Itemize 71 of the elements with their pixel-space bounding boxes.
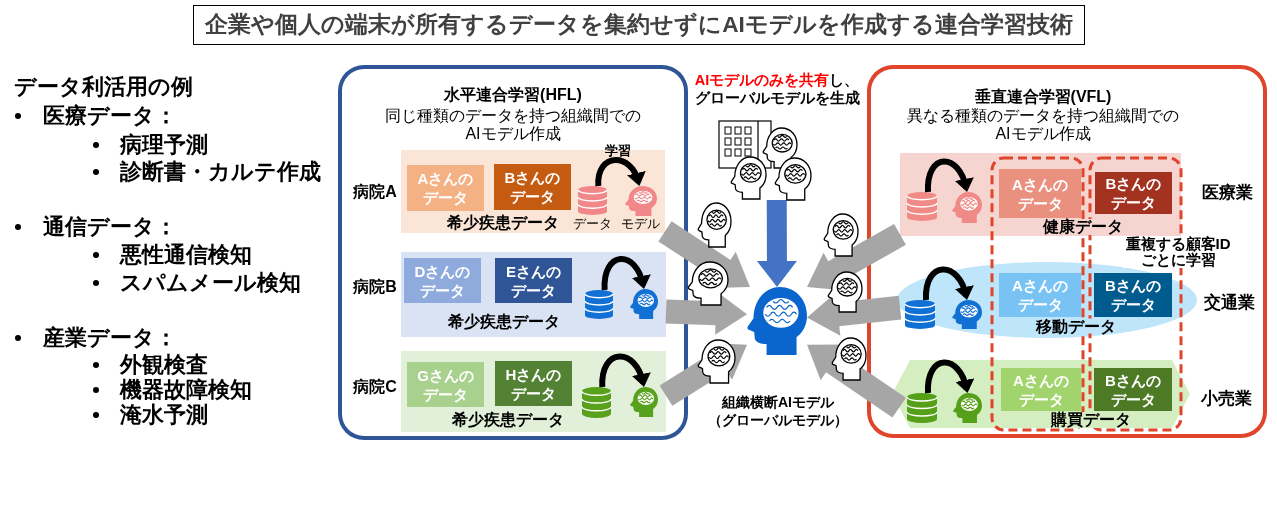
panel-subtitle: 異なる種類のデータを持つ組織間でのAIモデル作成	[906, 107, 1180, 143]
row-label: 病院B	[353, 277, 397, 297]
brain-head-icon	[953, 393, 982, 423]
block-arrow	[659, 343, 747, 406]
data-box: Dさんのデータ	[404, 258, 481, 303]
list-item: 機器故障検知	[120, 376, 252, 403]
building-heads-icon	[718, 120, 812, 200]
icon-caption: モデル	[620, 216, 660, 230]
band-caption: 移動データ	[1036, 318, 1116, 334]
brain-head-icon	[630, 387, 658, 417]
rounded-panel	[867, 65, 1267, 438]
row-label: 病院C	[353, 377, 397, 397]
list-heading: データ利活用の例	[14, 73, 193, 101]
list-item: 病理予測	[120, 131, 208, 159]
brain-head-icon	[747, 287, 807, 355]
band-caption: 希少疾患データ	[448, 314, 560, 330]
database-icon	[905, 300, 935, 329]
list-item: 悪性通信検知	[120, 241, 252, 269]
list-item: 淹水予測	[120, 401, 208, 429]
data-box: Hさんのデータ	[495, 361, 572, 406]
note-text: AIモデルのみを共有し、グローバルモデルを生成	[693, 71, 861, 107]
curved-arrow	[599, 353, 648, 388]
list-item: 通信データ：	[43, 213, 177, 241]
data-box: Aさんのデータ	[1001, 368, 1081, 411]
database-icon	[578, 186, 607, 215]
list-item: 診断書・カルテ作成	[120, 158, 321, 186]
row-label: 病院A	[353, 182, 397, 202]
data-box: Bさんのデータ	[1095, 172, 1172, 214]
data-box: Aさんのデータ	[999, 169, 1081, 218]
curved-arrow	[923, 266, 971, 301]
curved-arrow	[601, 256, 648, 291]
brain-head-icon	[952, 300, 982, 329]
database-icon	[907, 393, 937, 423]
panel-heading: 垂直連合学習(VFL)	[974, 87, 1112, 107]
data-box: Gさんのデータ	[407, 362, 484, 407]
data-box: Eさんのデータ	[495, 258, 572, 303]
row-label: 小売業	[1200, 387, 1252, 409]
list-item: 外観検査	[120, 351, 208, 378]
list-item: スパムメール検知	[120, 269, 301, 297]
panel-subtitle: 同じ種類のデータを持つ組織間でのAIモデル作成	[384, 106, 642, 143]
brain-head-icon	[630, 289, 658, 319]
band-caption: 購買データ	[1051, 412, 1131, 428]
data-box: Aさんのデータ	[999, 273, 1081, 317]
panel-heading: 水平連合学習(HFL)	[444, 85, 582, 105]
model-caption: 組織横断AIモデル（グローバルモデル）	[707, 393, 849, 429]
list-item: 医療データ：	[43, 102, 177, 130]
database-icon	[907, 192, 937, 221]
list-item: 産業データ：	[43, 324, 177, 352]
data-box: Bさんのデータ	[494, 164, 571, 210]
band-caption: 希少疾患データ	[447, 215, 559, 231]
icon-caption: データ	[572, 216, 612, 230]
data-box: Bさんのデータ	[1094, 273, 1172, 317]
row-label: 交通業	[1203, 291, 1255, 313]
rounded-panel	[338, 65, 688, 440]
note-text: 重複する顧客IDごとに学習	[1123, 236, 1233, 268]
brain-head-icon	[952, 192, 982, 223]
curved-arrow	[925, 359, 971, 394]
database-icon	[582, 387, 611, 418]
data-box: Aさんのデータ	[407, 165, 484, 211]
band-caption: 希少疾患データ	[452, 412, 564, 428]
edge-label: 学習	[605, 143, 631, 157]
band-caption: 健康データ	[1043, 219, 1123, 235]
title-box: 企業や個人の端末が所有するデータを集約せずにAIモデルを作成する連合学習技術	[193, 5, 1085, 45]
data-box: Bさんのデータ	[1094, 368, 1172, 411]
block-arrow	[658, 221, 750, 288]
curved-arrow	[925, 158, 971, 193]
row-label: 医療業	[1201, 181, 1253, 203]
block-arrow	[807, 344, 906, 418]
database-icon	[585, 290, 613, 319]
block-arrow	[807, 223, 906, 291]
brain-head-icon	[625, 186, 657, 216]
